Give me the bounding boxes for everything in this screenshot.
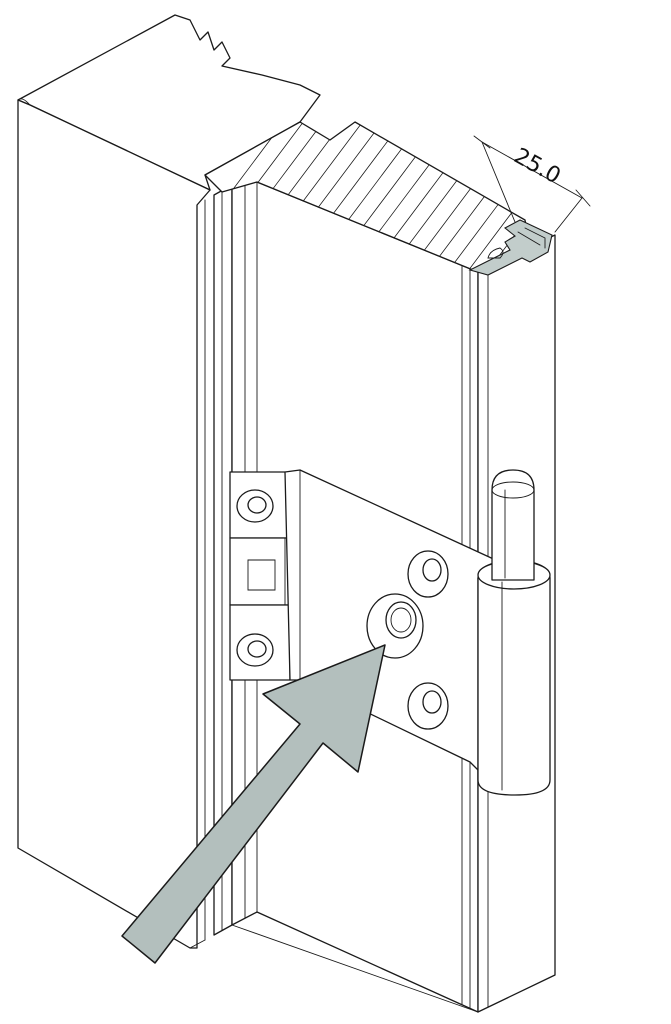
hinge-barrel xyxy=(477,469,551,796)
frame-top-face xyxy=(17,14,321,191)
profile-insert-shape xyxy=(468,219,553,276)
dimension-label: 25.0 xyxy=(510,144,565,190)
adjustment-screw-icon xyxy=(385,601,417,639)
hinge-frame-bracket xyxy=(229,471,296,681)
extension-line-right xyxy=(554,197,583,233)
dimension-line xyxy=(481,141,583,199)
barrel-body xyxy=(477,559,551,796)
callout-arrow xyxy=(121,644,386,964)
screw-hole-icon xyxy=(422,558,442,582)
extension-line-left xyxy=(481,141,516,223)
frame-front-face xyxy=(17,99,211,949)
door-frame xyxy=(17,14,321,949)
screw-hole-icon xyxy=(422,690,442,714)
edge-profile-insert xyxy=(468,219,553,276)
hinge-pin xyxy=(491,469,535,581)
screw-icon xyxy=(247,496,267,514)
arrow-right-icon xyxy=(121,644,386,964)
screw-icon xyxy=(247,640,267,658)
